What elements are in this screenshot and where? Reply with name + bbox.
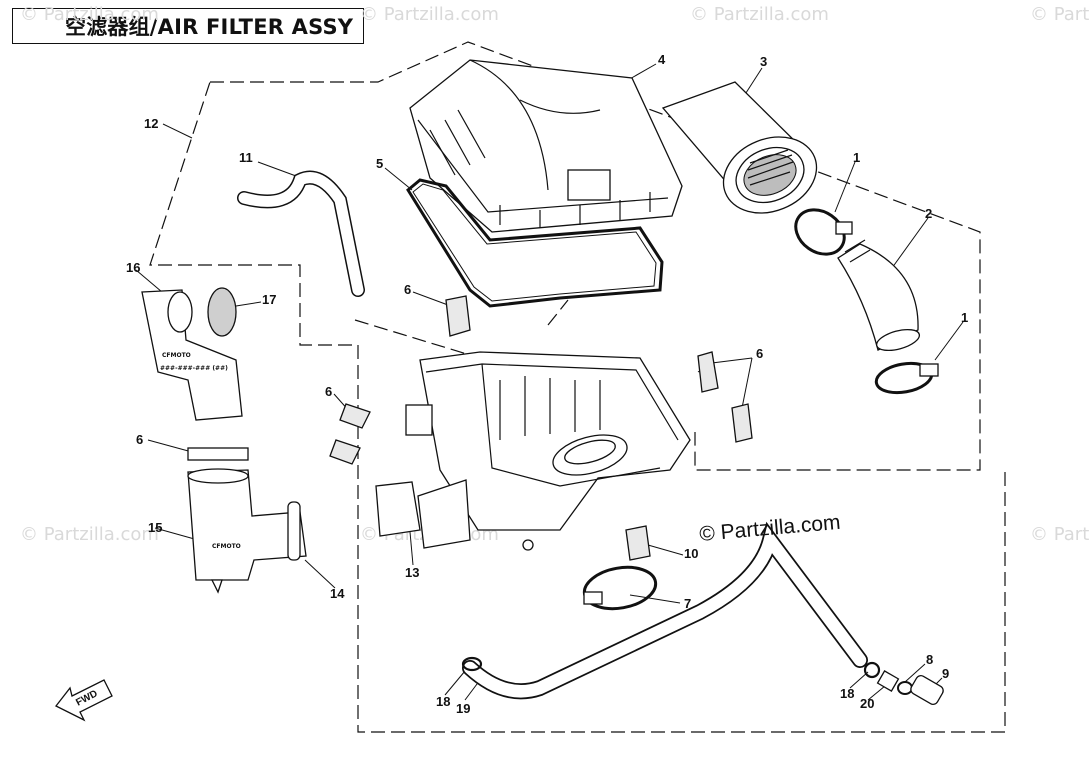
callout-19: 19	[456, 701, 470, 716]
part14-brand-label: CFMOTO	[212, 543, 241, 550]
callout-6: 6	[325, 384, 332, 399]
callout-3: 3	[760, 54, 767, 69]
intake-boot	[837, 239, 921, 352]
callout-14: 15	[148, 520, 162, 535]
watermark: © Partzilla.com	[690, 4, 829, 25]
duct-seal	[187, 447, 249, 461]
assembly-boundary	[149, 41, 1006, 733]
callout-10: 13	[405, 565, 419, 580]
small-hose-clamp	[863, 661, 881, 679]
callout-16: 16	[126, 260, 140, 275]
callout-6: 6	[756, 346, 763, 361]
hose-clamp	[794, 208, 853, 256]
retaining-strap	[287, 501, 301, 561]
callout-numbers: 12 11 5 4 3 1 2 1 16 17 6 6 6 6 15 14 13…	[126, 52, 968, 716]
retaining-clip	[731, 403, 753, 443]
airbox-cover	[409, 59, 683, 233]
callout-17: 17	[262, 292, 276, 307]
hose-clamp	[582, 565, 658, 611]
retaining-clip	[445, 295, 471, 337]
callout-2: 2	[925, 206, 932, 221]
callout-12: 12	[144, 116, 158, 131]
drain-hose	[462, 521, 868, 700]
cover-gasket	[406, 178, 664, 308]
retaining-clip	[329, 403, 371, 465]
callout-11: 11	[239, 150, 253, 165]
callout-9: 9	[942, 666, 949, 681]
retaining-clip	[625, 525, 651, 561]
callout-8: 8	[926, 652, 933, 667]
callout-6: 10	[684, 546, 698, 561]
lower-intake: CFMOTO	[187, 468, 307, 594]
callout-5: 5	[376, 156, 383, 171]
callout-4: 4	[658, 52, 666, 67]
drain-fitting	[876, 670, 900, 692]
callout-1: 1	[961, 310, 968, 325]
retaining-clip	[697, 351, 719, 393]
watermark: © Partzilla.com	[1030, 524, 1090, 545]
watermark: © Partzilla.com	[1030, 4, 1090, 25]
callout-18: 18	[436, 694, 450, 709]
foam-filter	[207, 287, 237, 337]
callout-1: 1	[853, 150, 860, 165]
callout-7: 7	[684, 596, 691, 611]
filter-element	[661, 81, 818, 214]
inlet-duct: CFMOTO ###-###-### (##)	[141, 289, 243, 421]
drain-plug	[910, 675, 944, 705]
leader-lines	[135, 63, 964, 701]
hose-clamp	[874, 361, 939, 395]
breather-hose	[237, 170, 365, 297]
callout-18: 18	[840, 686, 854, 701]
drain-clip	[897, 681, 913, 695]
forward-arrow-icon: FWD	[55, 679, 113, 722]
watermark: © Partzilla.com	[20, 524, 159, 545]
page-title: 空滤器组/AIR FILTER ASSY	[12, 8, 364, 44]
small-hose-clamp	[461, 656, 483, 672]
watermark: © Partzilla.com	[360, 4, 499, 25]
page-title-text: 空滤器组/AIR FILTER ASSY	[65, 15, 354, 39]
airbox-housing	[375, 351, 691, 551]
callout-6: 6	[404, 282, 411, 297]
watermark: © Partzilla.com	[20, 4, 159, 25]
part16-part-number-label: ###-###-### (##)	[160, 365, 228, 372]
part16-brand-label: CFMOTO	[162, 352, 191, 359]
callout-15: 6	[136, 432, 143, 447]
callout-13: 14	[330, 586, 345, 601]
callout-20: 20	[860, 696, 874, 711]
